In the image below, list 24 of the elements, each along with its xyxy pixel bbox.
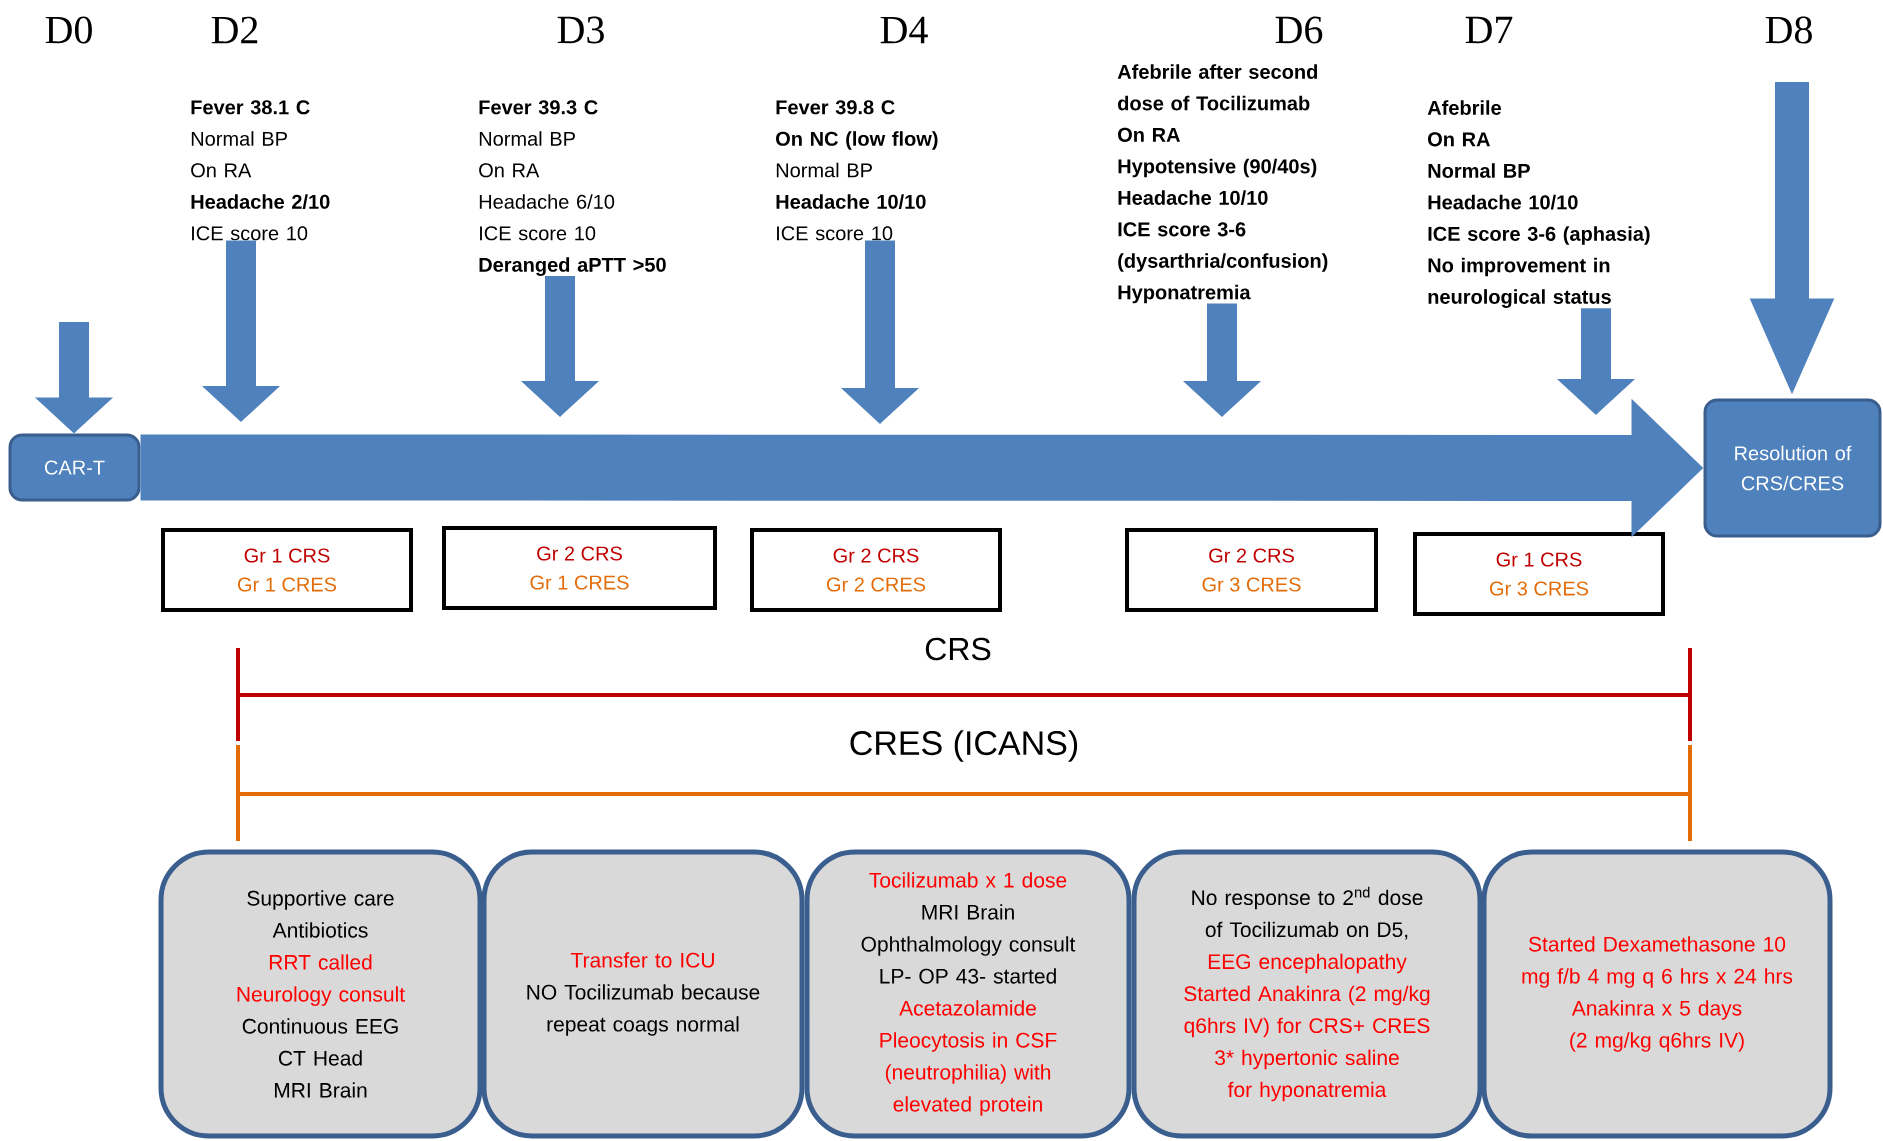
day-label: D3 (557, 16, 604, 44)
grade-box: Gr 2 CRS Gr 1 CRES (442, 526, 717, 610)
grade-box: Gr 1 CRS Gr 3 CRES (1413, 532, 1665, 616)
grade-box: Gr 2 CRS Gr 2 CRES (750, 528, 1002, 612)
action-box: Tocilizumab x 1 dose MRI Brain Ophthalmology consult LP- OP 43- started Acetazolamide Pleocytosis in CSF (neutrophilia) with elevated protein (804, 849, 1132, 1139)
action-box: Started Dexamethasone 10 mg f/b 4 mg q 6 hrs x 24 hrs Anakinra x 5 days (2 mg/kg q6hrs IV) (1481, 849, 1833, 1139)
note-text: Afebrile after second dose of Tocilizumab On RA Hypotensive (90/40s) Headache 10/10 ICE score 3-6 (dysarthria/confusion) Hyponatremia (1117, 64, 1328, 304)
action-box: No response to 2$^{nd}$ dose of Tocilizumab on D5, EEG encephalopathy Started Anakinra (2 mg/kg q6hrs IV) for CRS+ CRES 3* hypertonic saline for hyponatremia (1131, 849, 1483, 1139)
note-text: Afebrile On RA Normal BP Headache 10/10 ICE score 3-6 (aphasia) No improvement in neurological status (1427, 100, 1650, 308)
day-label: D0 (45, 16, 92, 44)
day-label: D6 (1275, 16, 1323, 44)
note-text: Fever 39.3 C Normal BP On RA Headache 6/10 ICE score 10 Deranged aPTT >50 (479, 100, 666, 276)
action-box: Supportive care Antibiotics RRT called Neurology consult Continuous EEG CT Head MRI Brain (158, 849, 483, 1139)
action-box: Transfer to ICU NO Tocilizumab because repeat coags normal (481, 849, 805, 1139)
day-label: D4 (880, 16, 928, 44)
note-text: Fever 39.8 C On NC (low flow) Normal BP Headache 10/10 ICE score 10 (776, 100, 938, 241)
grade-box: Gr 1 CRS Gr 1 CRES (161, 528, 413, 612)
day-label: D2 (211, 16, 258, 44)
note-text: Fever 38.1 C Normal BP On RA Headache 2/10 ICE score 10 (191, 100, 330, 241)
span-label: CRES (ICANS) (850, 730, 1078, 762)
grade-box: Gr 2 CRS Gr 3 CRES (1125, 528, 1378, 612)
day-label: D8 (1765, 16, 1812, 44)
end-box: Resolution of CRS/CRES (1703, 398, 1882, 538)
day-label: D7 (1465, 16, 1513, 44)
